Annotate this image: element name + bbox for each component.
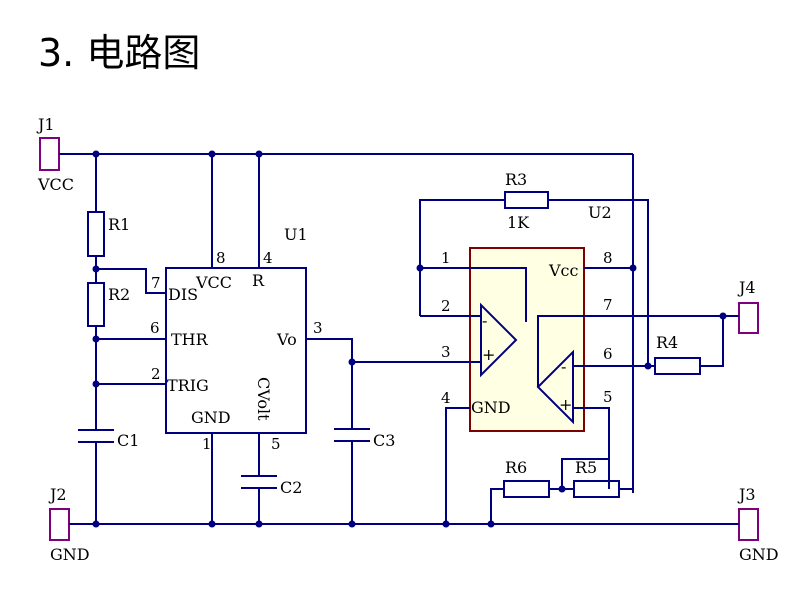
u1-pin-r: R	[252, 271, 265, 290]
u1-pin-num-8: 8	[216, 249, 226, 267]
u2-pin-num-5: 5	[603, 388, 613, 406]
resistor-r4	[654, 357, 701, 375]
u1-pin-num-7: 7	[151, 274, 161, 292]
connector-j2	[49, 508, 70, 541]
label-r3: R3	[505, 170, 527, 189]
u2-pin-num-7: 7	[603, 296, 613, 314]
connector-j1	[39, 137, 60, 171]
u1-pin-num-2: 2	[151, 365, 161, 383]
resistor-r6	[503, 480, 550, 498]
junction-dots	[92, 150, 727, 528]
u2-pin-num-8: 8	[603, 249, 613, 267]
label-r3-value: 1K	[507, 213, 530, 232]
capacitor-c2	[241, 475, 277, 489]
u2-pin-gnd: GND	[471, 398, 511, 417]
opamp-a-minus: -	[482, 311, 487, 330]
u1-pin-thr: THR	[171, 330, 209, 349]
label-u1: U1	[284, 225, 308, 244]
u1-pin-num-1: 1	[202, 435, 212, 453]
label-j2: J2	[48, 485, 67, 504]
label-j4: J4	[737, 278, 756, 297]
page-heading: 3. 电路图	[38, 31, 201, 75]
u1-pin-trig: TRIG	[167, 376, 209, 395]
connector-j4	[738, 302, 759, 334]
u1-pin-vcc: VCC	[195, 273, 232, 292]
vcc-rail	[59, 153, 634, 493]
label-c2: C2	[280, 478, 302, 497]
u2-pin-num-2: 2	[441, 297, 451, 315]
resistor-r3	[504, 191, 549, 209]
opamp-b-plus: +	[559, 395, 572, 414]
u1-pin-cvolt: CVolt	[254, 377, 273, 421]
label-c1: C1	[117, 431, 139, 450]
label-r6: R6	[505, 458, 527, 477]
u1-pin-num-6: 6	[150, 319, 160, 337]
capacitor-c1	[78, 429, 114, 443]
label-j2-net: GND	[50, 545, 90, 564]
u1-pin-gnd: GND	[191, 408, 231, 427]
capacitor-c3	[334, 428, 370, 442]
left-branch	[78, 154, 166, 524]
label-r1: R1	[108, 215, 130, 234]
u1-pin-num-3: 3	[313, 319, 323, 337]
label-r4: R4	[656, 333, 678, 352]
resistor-r1	[87, 211, 105, 257]
u1-pin-num-5: 5	[271, 435, 281, 453]
opamp-a	[480, 302, 518, 378]
u1-pin-dis: DIS	[168, 285, 198, 304]
opamp-b-minus: -	[561, 357, 566, 376]
u1-pin-vo: Vo	[276, 330, 297, 349]
u2-pin-num-1: 1	[441, 249, 451, 267]
label-c3: C3	[373, 431, 395, 450]
resistor-r5	[573, 480, 620, 498]
label-j1: J1	[36, 115, 55, 134]
label-j1-net: VCC	[37, 175, 74, 194]
u2-pin-num-4: 4	[441, 389, 451, 407]
resistor-r2	[87, 282, 105, 327]
u2-pin-vcc: Vcc	[548, 261, 579, 280]
opamp-a-plus: +	[482, 345, 495, 364]
u2-pin-num-3: 3	[441, 343, 451, 361]
label-u2: U2	[588, 203, 612, 222]
opamp-b	[536, 349, 574, 425]
label-r2: R2	[108, 285, 130, 304]
label-r5: R5	[575, 458, 597, 477]
ic-u1	[165, 267, 307, 434]
connector-j3	[738, 508, 759, 541]
label-j3: J3	[737, 485, 756, 504]
u2-pin-num-6: 6	[603, 345, 613, 363]
label-j3-net: GND	[739, 545, 779, 564]
u1-pin-num-4: 4	[263, 249, 273, 267]
